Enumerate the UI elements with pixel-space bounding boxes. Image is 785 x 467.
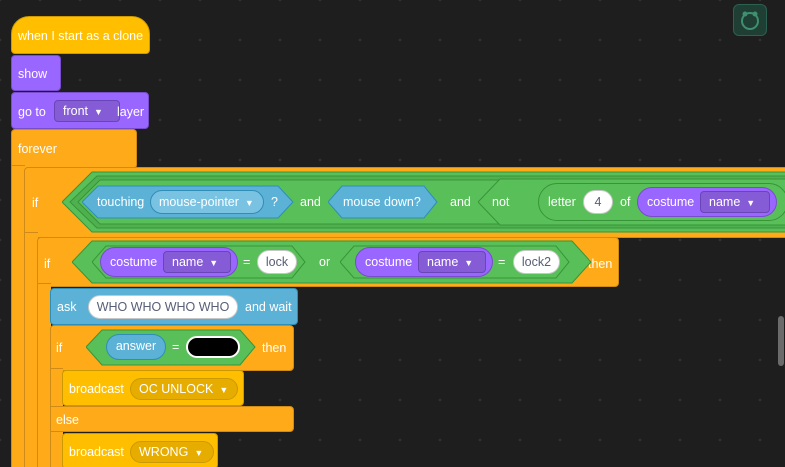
if-lock-rail: [37, 283, 51, 467]
broadcast-dropdown-1[interactable]: OC UNLOCK ▼: [130, 378, 238, 400]
forever-block[interactable]: forever: [11, 129, 137, 169]
when-i-start-as-clone-block[interactable]: when I start as a clone: [11, 16, 150, 54]
if-label: if: [32, 196, 39, 210]
costume-dropdown-3[interactable]: name ▼: [418, 251, 486, 273]
broadcast-label-2: broadcast: [69, 445, 124, 459]
hat-label: when I start as a clone: [18, 29, 144, 43]
ask-suffix: and wait: [245, 300, 292, 314]
or-label: or: [319, 255, 331, 269]
show-label: show: [18, 67, 48, 81]
answer-label: answer: [115, 339, 157, 353]
lock2-value-input[interactable]: lock2: [513, 250, 560, 274]
not-label: not: [492, 195, 510, 209]
redacted-answer-input[interactable]: [186, 336, 240, 358]
else-bar: else: [50, 406, 294, 432]
costume-dropdown-1[interactable]: name ▼: [700, 191, 770, 213]
costume-label-3: costume: [365, 255, 413, 269]
touching-label: touching: [97, 195, 145, 209]
then-label-3: then: [262, 341, 287, 355]
chevron-down-icon: ▼: [746, 197, 756, 208]
costume-dropdown-value-3: name: [427, 255, 459, 269]
costume-dropdown-2[interactable]: name ▼: [163, 251, 231, 273]
equals-label-2: =: [498, 255, 506, 269]
vertical-scrollbar[interactable]: [778, 316, 784, 366]
equals-label-1: =: [243, 255, 251, 269]
layer-dropdown-value: front: [63, 104, 89, 118]
touching-dropdown[interactable]: mouse-pointer ▼: [150, 190, 264, 214]
costume-dropdown-value-2: name: [172, 255, 204, 269]
broadcast-dropdown-2[interactable]: WRONG ▼: [130, 441, 214, 463]
and-label-1: and: [300, 195, 321, 209]
go-to-layer-block[interactable]: go to front ▼ layer: [11, 92, 149, 129]
answer-reporter[interactable]: answer: [106, 334, 166, 360]
forever-rail: [11, 165, 25, 467]
layer-suffix: layer: [117, 105, 145, 119]
broadcast-wrong-block[interactable]: broadcast WRONG ▼: [62, 433, 218, 467]
mouse-down-label: mouse down?: [343, 195, 421, 209]
ask-and-wait-block[interactable]: ask WHO WHO WHO WHO and wait: [50, 288, 298, 325]
chevron-down-icon: ▼: [194, 447, 204, 458]
sprite-icon[interactable]: [733, 4, 767, 36]
forever-label: forever: [18, 142, 57, 156]
then-label-2: then: [588, 257, 613, 271]
of-label: of: [620, 195, 631, 209]
and-label-2: and: [450, 195, 471, 209]
chevron-down-icon: ▼: [209, 257, 219, 268]
broadcast-label-1: broadcast: [69, 382, 124, 396]
ask-question-input[interactable]: WHO WHO WHO WHO: [88, 295, 238, 319]
letter-label: letter: [548, 195, 576, 209]
if-label-2: if: [44, 257, 51, 271]
lock-value-input[interactable]: lock: [257, 250, 297, 274]
letter-index-input[interactable]: 4: [583, 190, 613, 214]
broadcast-oc-unlock-block[interactable]: broadcast OC UNLOCK ▼: [62, 370, 244, 406]
equals-label-3: =: [172, 340, 180, 354]
touching-question: ?: [271, 195, 278, 209]
broadcast-dropdown-value-1: OC UNLOCK: [139, 382, 214, 396]
letter-index-value: 4: [594, 195, 602, 209]
chevron-down-icon: ▼: [464, 257, 474, 268]
chevron-down-icon: ▼: [94, 106, 103, 117]
broadcast-dropdown-value-2: WRONG: [139, 445, 189, 459]
touching-dropdown-value: mouse-pointer: [159, 195, 239, 209]
costume-label-1: costume: [647, 195, 695, 209]
costume-dropdown-value-1: name: [709, 195, 741, 209]
lock-value: lock: [265, 255, 289, 269]
layer-dropdown[interactable]: front ▼: [54, 100, 120, 122]
if-label-3: if: [56, 341, 63, 355]
goto-label: go to: [18, 105, 46, 119]
else-label: else: [56, 413, 79, 427]
chevron-down-icon: ▼: [244, 197, 254, 208]
ask-question-value: WHO WHO WHO WHO: [96, 300, 230, 314]
costume-label-2: costume: [110, 255, 158, 269]
lock2-value: lock2: [521, 255, 552, 269]
show-block[interactable]: show: [11, 55, 61, 91]
mouse-down-block[interactable]: [328, 185, 438, 219]
ask-label: ask: [57, 300, 77, 314]
chevron-down-icon: ▼: [219, 384, 229, 395]
if-outer-rail: [24, 232, 38, 467]
